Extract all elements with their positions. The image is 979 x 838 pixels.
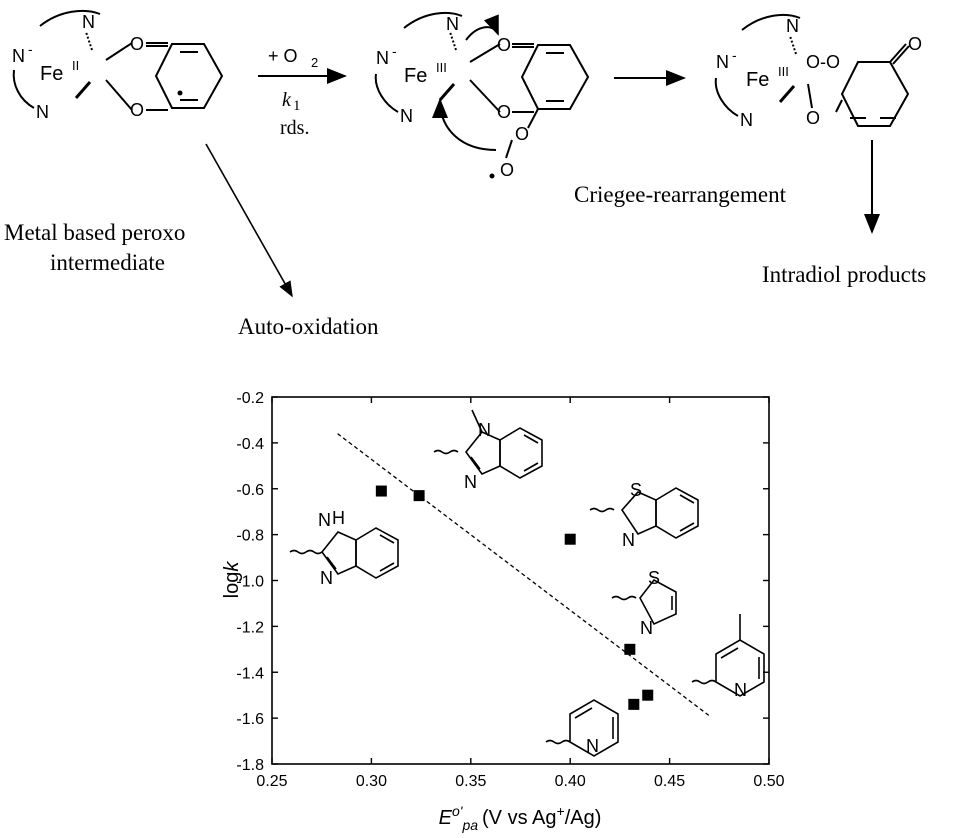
x-tick-label-2: 0.35 — [455, 773, 486, 790]
c2-o-bottom: O — [497, 102, 511, 122]
bzim-n1: N — [318, 510, 331, 530]
data-point-0 — [375, 485, 387, 497]
c1-ox-state: II — [72, 58, 79, 73]
thz-n: N — [640, 618, 653, 638]
y-tick-label-1: -0.4 — [236, 436, 264, 453]
c1-o-bottom: O — [130, 100, 144, 120]
c3-fe: Fe — [746, 69, 769, 91]
x-tick-label-5: 0.50 — [753, 773, 784, 790]
label-criegee: Criegee-rearrangement — [574, 182, 787, 207]
c2-n-left: N — [376, 48, 389, 68]
x-tick-label-0: 0.25 — [256, 773, 287, 790]
c1-fe: Fe — [40, 63, 63, 85]
mepyr-n: N — [734, 680, 747, 700]
axis-ticks: 0.25 0.30 0.35 0.40 0.45 0.50 -0.2 -0.4 -0.6 -0.8… — [236, 390, 784, 790]
c1-o-top: O — [130, 34, 144, 54]
c2-o-perox2: O — [500, 160, 514, 180]
c2-n-top: N — [446, 14, 459, 34]
arrow1-k-sub: 1 — [293, 98, 301, 114]
x-tick-label-3: 0.40 — [555, 773, 586, 790]
data-point-5 — [642, 689, 654, 701]
c2-o-perox1: O — [515, 124, 529, 144]
c1-radical-dot — [177, 90, 183, 96]
arrow1-above: + O — [268, 46, 298, 66]
label-auto-oxidation: Auto-oxidation — [238, 314, 379, 339]
y-tick-label-4: -1.0 — [236, 574, 264, 591]
mebzim-n2: N — [464, 472, 477, 492]
fit-line-group — [337, 433, 710, 717]
arrow-autooxidation — [205, 143, 293, 298]
c2-n-bottom: N — [400, 106, 413, 126]
c3-n-bottom: N — [740, 110, 753, 130]
data-point-3 — [624, 643, 636, 655]
c2-radical-dot — [489, 173, 495, 179]
x-axis-label: Eo'pa(V vs Ag+/Ag) — [439, 803, 602, 833]
structure-pyridine — [545, 699, 619, 757]
c2-ox-state: III — [436, 60, 447, 75]
c3-n-top: N — [786, 16, 799, 36]
data-point-1 — [413, 490, 425, 502]
c1-n-left: N — [12, 46, 25, 66]
c3-o-peroxo: O-O — [806, 52, 840, 72]
bzim-nh: H — [332, 508, 345, 528]
bzim-n2: N — [320, 568, 333, 588]
label-metal-peroxo-line2: intermediate — [50, 250, 165, 275]
y-tick-label-8: -1.8 — [236, 757, 264, 774]
label-intradiol-products: Intradiol products — [762, 262, 926, 287]
fit-line — [337, 433, 710, 717]
complex-fe-iii-alkylperoxo — [714, 13, 910, 234]
bzthz-s: S — [630, 480, 642, 500]
benzene-ring — [154, 43, 224, 109]
c2-n-left-charge: - — [392, 43, 397, 59]
structure-methylpyridine — [691, 614, 765, 697]
reaction-scheme: N N - N Fe II O O + O 2 k 1 rds. — [4, 9, 926, 339]
data-point-2 — [564, 533, 576, 545]
c1-n-left-charge: - — [28, 41, 33, 57]
structure-benzimidazole — [289, 527, 399, 579]
c3-o-ketone: O — [908, 34, 922, 54]
structure-thiazole — [611, 578, 677, 626]
mebzim-n1: N — [478, 420, 491, 440]
c3-n-left-charge: - — [732, 47, 737, 63]
y-tick-label-7: -1.6 — [236, 711, 264, 728]
c2-fe: Fe — [404, 65, 427, 87]
pyr-n: N — [586, 736, 599, 756]
ligand-arc-bottom — [12, 69, 35, 109]
structure-methylbenzimidazole — [433, 409, 543, 479]
c1-n-top: N — [82, 12, 95, 32]
c3-ox-state: III — [778, 64, 789, 79]
label-metal-peroxo-line1: Metal based peroxo — [4, 220, 185, 245]
ligand-arc-top — [39, 9, 101, 27]
y-tick-label-5: -1.2 — [236, 619, 264, 636]
c3-n-left: N — [716, 52, 729, 72]
arrow1-above-sub: 2 — [311, 55, 318, 70]
x-tick-label-4: 0.45 — [654, 773, 685, 790]
complex-fe-ii — [12, 9, 224, 111]
c1-n-bottom: N — [36, 102, 49, 122]
c2-o-top: O — [497, 35, 511, 55]
bzthz-n: N — [622, 530, 635, 550]
y-tick-label-2: -0.6 — [236, 482, 264, 499]
y-tick-label-0: -0.2 — [236, 390, 264, 407]
complex-fe-iii-superoxo — [374, 11, 590, 159]
y-tick-label-3: -0.8 — [236, 528, 264, 545]
data-points — [375, 485, 654, 710]
structure-benzothiazole — [589, 487, 699, 539]
arrow1-below: rds. — [280, 117, 309, 139]
thz-s: S — [648, 568, 660, 588]
y-axis-label: logk — [221, 561, 243, 599]
c3-o-bottom: O — [806, 108, 820, 128]
plot-frame — [271, 396, 770, 765]
arrow1-k: k — [282, 89, 292, 111]
x-tick-label-1: 0.30 — [356, 773, 387, 790]
y-tick-label-6: -1.4 — [236, 665, 264, 682]
data-point-4 — [628, 698, 640, 710]
